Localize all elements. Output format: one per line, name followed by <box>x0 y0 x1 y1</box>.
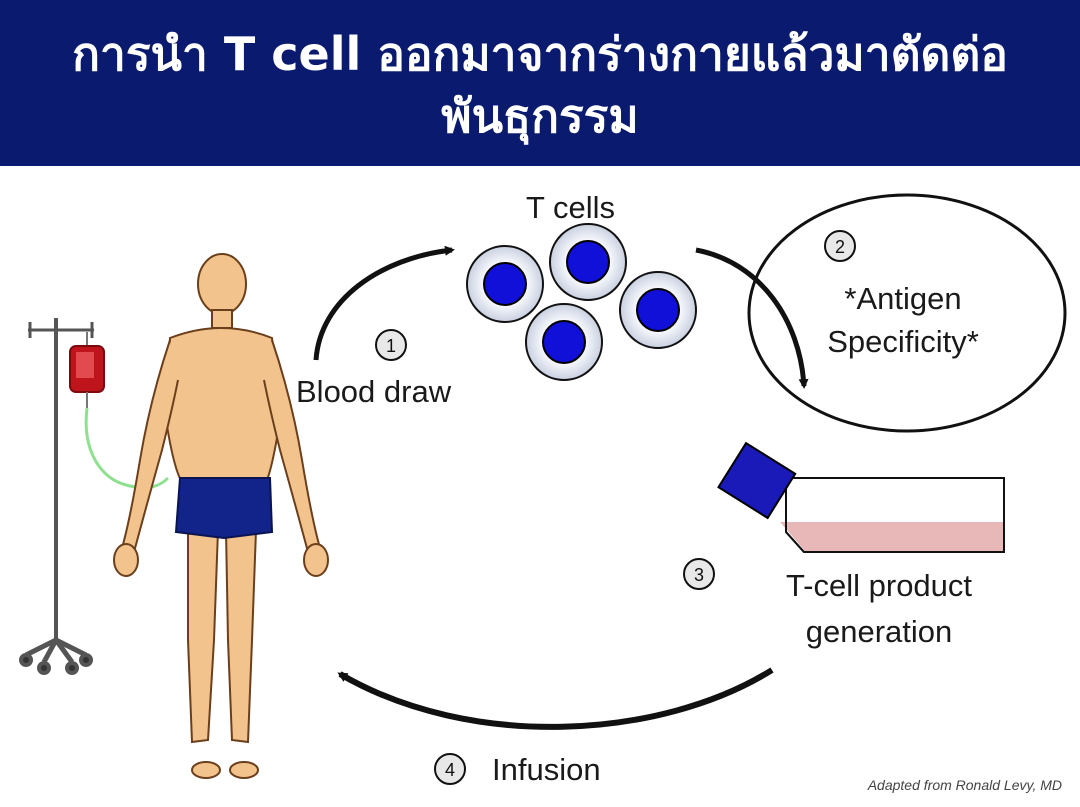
svg-text:2: 2 <box>835 237 845 257</box>
step-3-badge: 3 <box>683 558 715 590</box>
t-cell-icon <box>619 271 697 349</box>
culture-flask-icon <box>717 441 1005 553</box>
step-1-label: Blood draw <box>296 374 452 409</box>
step-3-label-line-1: T-cell product <box>785 568 973 603</box>
step-2-badge: 2 <box>824 230 856 262</box>
step-4-label: Infusion <box>492 752 601 787</box>
t-cell-icon <box>466 245 544 323</box>
title-banner: การนำ T cell ออกมาจากร่างกายแล้วมาตัดต่อ… <box>0 0 1080 166</box>
arrow-infusion <box>337 667 774 730</box>
t-cell-icon <box>525 303 603 381</box>
step-2-label-line-2: Specificity* <box>827 324 979 359</box>
credit-text: Adapted from Ronald Levy, MD <box>867 777 1062 793</box>
svg-text:4: 4 <box>445 760 455 780</box>
antigen-specificity-ellipse <box>747 193 1067 433</box>
svg-text:3: 3 <box>694 565 704 585</box>
t-cells-group <box>466 223 697 381</box>
human-figure-icon <box>113 253 329 779</box>
step-4-badge: 4 <box>434 753 466 785</box>
title-line-1: การนำ T cell ออกมาจากร่างกายแล้วมาตัดต่อ <box>72 27 1008 81</box>
step-2-label-line-1: *Antigen <box>844 281 962 316</box>
svg-text:1: 1 <box>386 336 396 356</box>
iv-stand-icon <box>19 318 94 675</box>
arrow-to-specificity <box>695 247 809 389</box>
step-3-label-line-2: generation <box>805 614 953 649</box>
t-cells-label: T cells <box>526 190 616 225</box>
cell-therapy-diagram: 1 2 3 4 <box>19 193 1067 785</box>
t-cell-icon <box>549 223 627 301</box>
arrow-blood-draw <box>313 245 455 361</box>
title-line-2: พันธุกรรม <box>441 89 639 143</box>
step-1-badge: 1 <box>375 329 407 361</box>
blood-bag-icon <box>69 332 170 490</box>
